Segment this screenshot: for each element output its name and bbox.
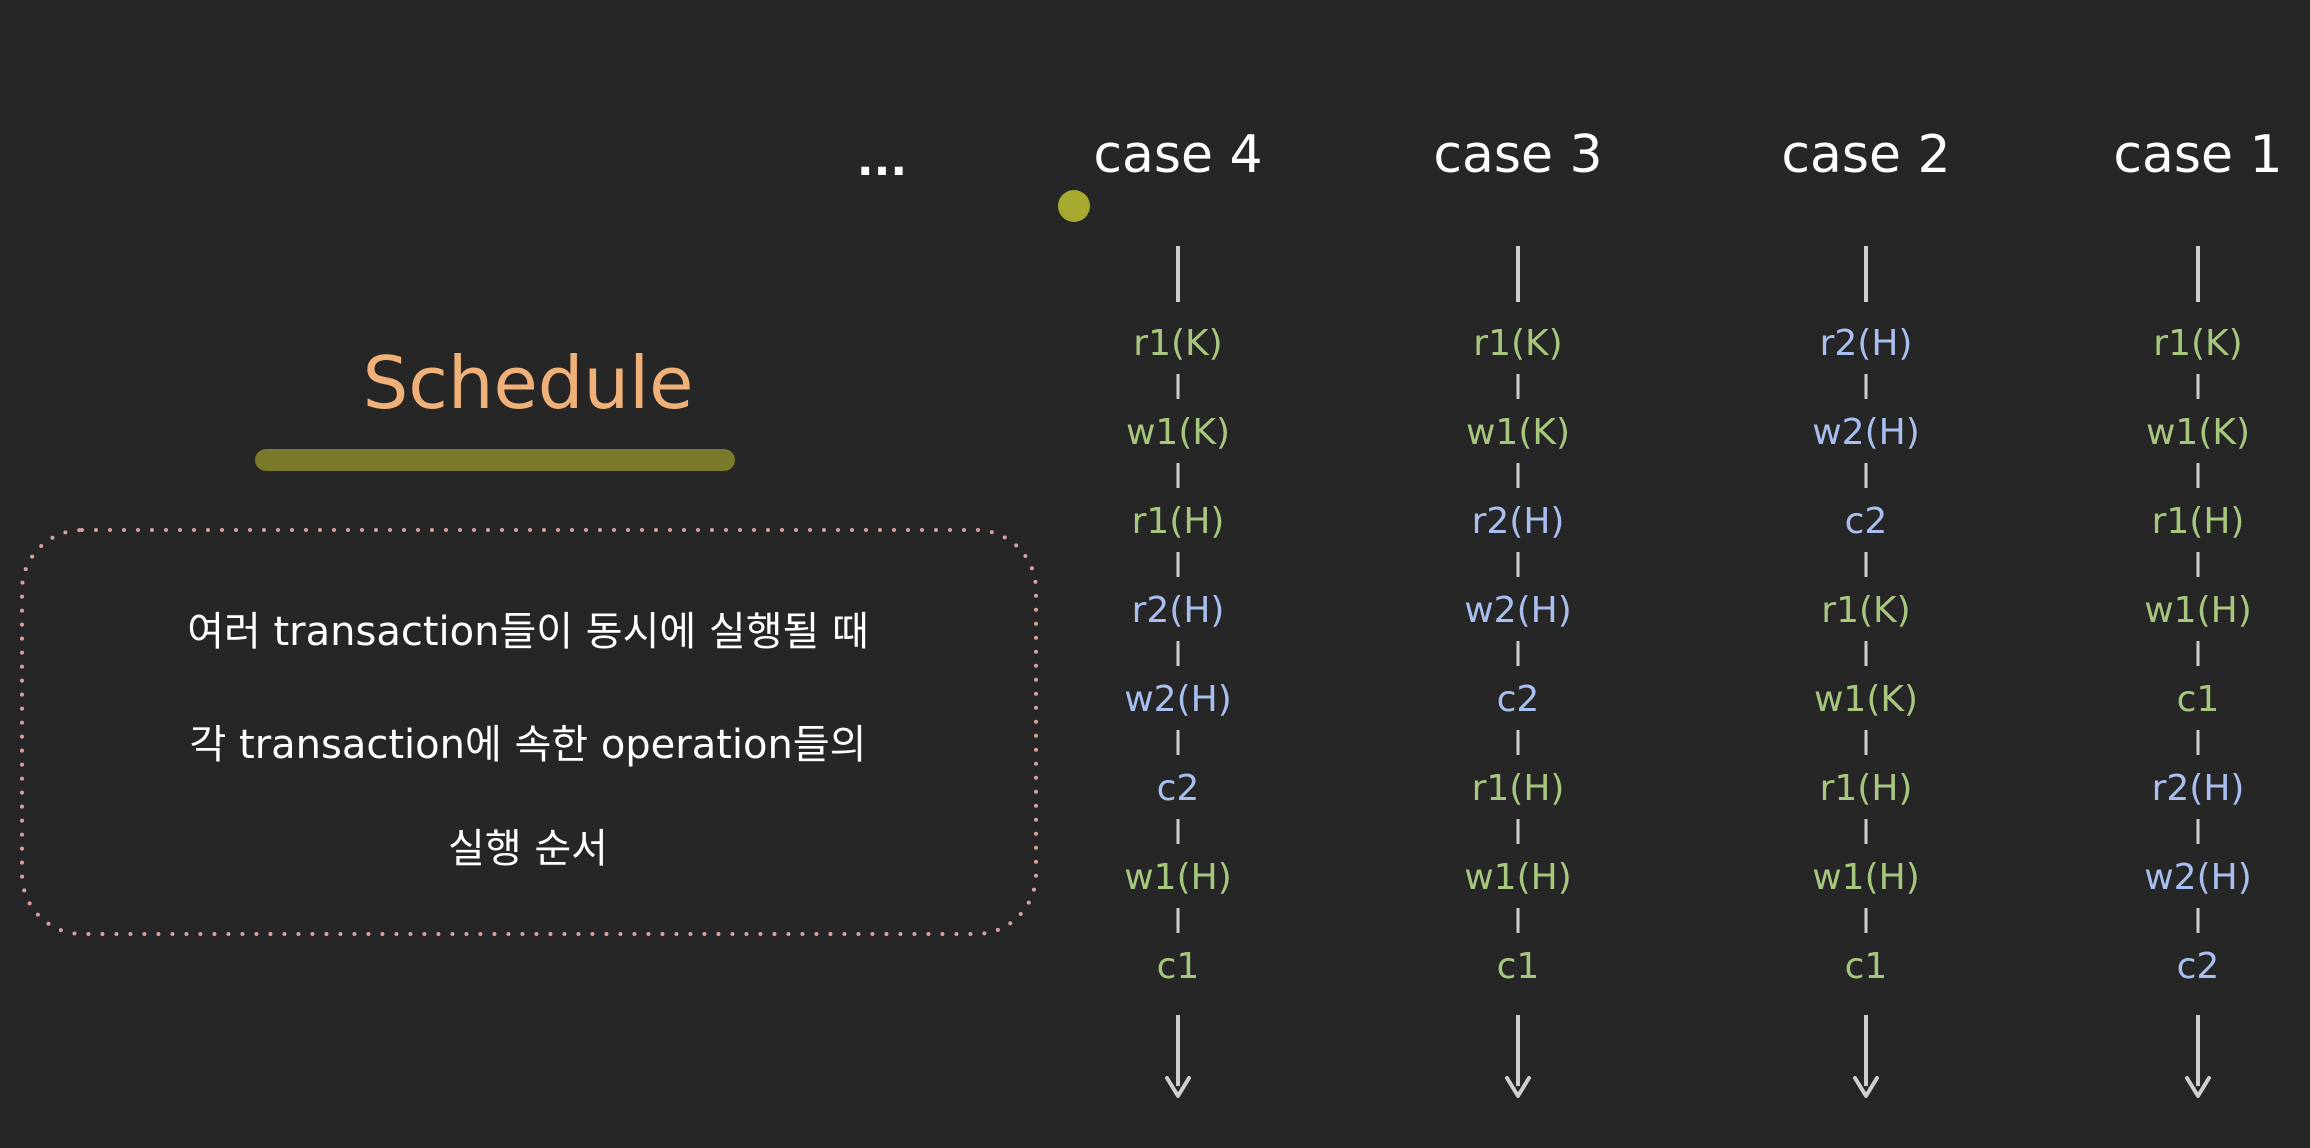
operation-label: c2 xyxy=(1497,679,1540,720)
description-line-2: 각 transaction에 속한 operation들의 xyxy=(190,722,867,768)
operation-label: r1(K) xyxy=(1821,590,1910,631)
case-title: case 1 xyxy=(2113,125,2282,185)
more-cases-ellipsis: ... xyxy=(857,135,907,186)
operation-label: r2(H) xyxy=(1820,323,1913,364)
operation-label: w1(H) xyxy=(1124,857,1232,898)
description-box xyxy=(20,528,1038,936)
case-title: case 3 xyxy=(1433,125,1602,185)
case-column: case 1 r1(K) w1(K) r1(H) w1(H) c1 r2(H) w2(H) c2 xyxy=(2113,125,2283,1098)
operation-label: c1 xyxy=(2177,679,2220,720)
operation-label: r1(H) xyxy=(1820,768,1913,809)
operation-label: c1 xyxy=(1497,946,1540,987)
operation-label: r2(H) xyxy=(2152,768,2245,809)
timeline-arrowhead xyxy=(2185,1076,2211,1098)
timeline-arrowhead xyxy=(1165,1076,1191,1098)
operation-label: c2 xyxy=(2177,946,2220,987)
operation-label: w1(H) xyxy=(1464,857,1572,898)
description-line-3: 실행 순서 xyxy=(448,826,608,872)
operation-label: r2(H) xyxy=(1472,501,1565,542)
operation-label: c1 xyxy=(1157,946,1200,987)
operation-label: w1(K) xyxy=(1466,412,1570,453)
operation-label: r1(H) xyxy=(2152,501,2245,542)
operation-label: r1(K) xyxy=(1473,323,1562,364)
schedule-title: Schedule xyxy=(363,341,694,425)
operation-label: r1(K) xyxy=(2153,323,2242,364)
description-line-1: 여러 transaction들이 동시에 실행될 때 xyxy=(187,609,869,655)
operation-label: w2(H) xyxy=(1812,412,1920,453)
operation-label: w2(H) xyxy=(2144,857,2252,898)
operation-label: w1(K) xyxy=(1814,679,1918,720)
operation-label: r1(H) xyxy=(1472,768,1565,809)
pointer-dot xyxy=(1058,190,1090,222)
operation-label: w1(H) xyxy=(2144,590,2252,631)
operation-label: r1(K) xyxy=(1133,323,1222,364)
case-title: case 2 xyxy=(1781,125,1950,185)
case-title: case 4 xyxy=(1093,125,1262,185)
operation-label: w2(H) xyxy=(1464,590,1572,631)
timeline-arrowhead xyxy=(1505,1076,1531,1098)
case-column: case 2 r2(H) w2(H) c2 r1(K) w1(K) r1(H) w1(H) c1 xyxy=(1781,125,1951,1098)
operation-label: w2(H) xyxy=(1124,679,1232,720)
operation-label: c1 xyxy=(1845,946,1888,987)
operation-label: r2(H) xyxy=(1132,590,1225,631)
operation-label: c2 xyxy=(1157,768,1200,809)
case-columns: case 4 r1(K) w1(K) r1(H) r2(H) w2(H) c2 w1(H) c1… xyxy=(1093,125,2283,1098)
operation-label: w1(K) xyxy=(2146,412,2250,453)
timeline-arrowhead xyxy=(1853,1076,1879,1098)
operation-label: c2 xyxy=(1845,501,1888,542)
case-column: case 3 r1(K) w1(K) r2(H) w2(H) c2 r1(H) w1(H) c1 xyxy=(1433,125,1603,1098)
operation-label: w1(H) xyxy=(1812,857,1920,898)
operation-label: r1(H) xyxy=(1132,501,1225,542)
operation-label: w1(K) xyxy=(1126,412,1230,453)
case-column: case 4 r1(K) w1(K) r1(H) r2(H) w2(H) c2 w1(H) c1 xyxy=(1093,125,1263,1098)
